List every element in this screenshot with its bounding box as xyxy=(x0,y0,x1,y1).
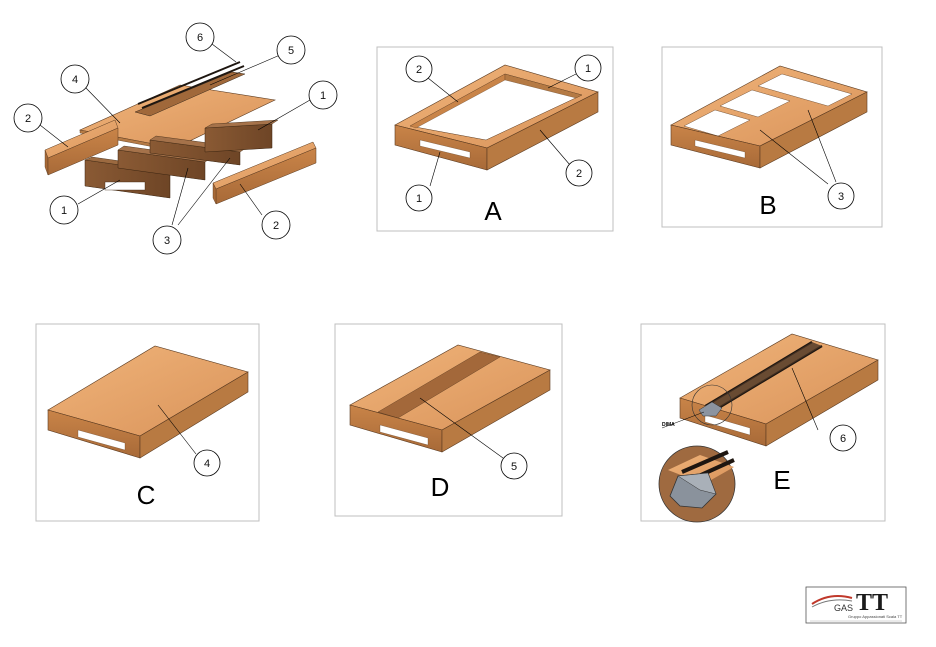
logo-subtitle: Gruppo Appassionati Scala TT xyxy=(848,614,903,619)
gastt-logo: GAS TT Gruppo Appassionati Scala TT xyxy=(805,586,907,624)
panel-c: 4 C xyxy=(35,323,260,522)
panel-a: 2 1 1 2 A xyxy=(376,46,614,232)
a-callout-1-bottom: 1 xyxy=(416,193,422,205)
exploded-view: 6 5 4 2 1 1 3 2 xyxy=(13,22,338,255)
d-callout-5: 5 xyxy=(511,461,517,473)
exploded-callout-2-right: 2 xyxy=(273,220,279,232)
panel-e: DIMA 6 E xyxy=(640,323,886,523)
panel-e-letter: E xyxy=(773,465,790,495)
a-callout-2-top: 2 xyxy=(416,64,422,76)
panel-d: 5 D xyxy=(334,323,563,517)
c-callout-4: 4 xyxy=(204,458,210,470)
panel-b-letter: B xyxy=(759,190,776,220)
exploded-callout-1-front: 1 xyxy=(61,205,67,217)
exploded-callout-2-left: 2 xyxy=(25,113,31,125)
e-callout-6: 6 xyxy=(840,433,846,445)
panel-c-letter: C xyxy=(137,480,156,510)
exploded-callout-1-back: 1 xyxy=(320,90,326,102)
panel-b: 3 B xyxy=(661,46,883,228)
exploded-callout-6: 6 xyxy=(197,32,203,44)
logo-tt-text: TT xyxy=(856,590,888,616)
dima-label: DIMA xyxy=(662,422,675,428)
b-callout-3: 3 xyxy=(838,191,844,203)
a-callout-1-top: 1 xyxy=(585,63,591,75)
panel-d-letter: D xyxy=(431,472,450,502)
a-callout-2-bottom: 2 xyxy=(576,168,582,180)
exploded-callout-4: 4 xyxy=(72,74,78,86)
logo-gas-text: GAS xyxy=(834,603,853,613)
panel-a-letter: A xyxy=(484,196,502,226)
exploded-callout-3: 3 xyxy=(164,235,170,247)
exploded-callout-5: 5 xyxy=(288,45,294,57)
